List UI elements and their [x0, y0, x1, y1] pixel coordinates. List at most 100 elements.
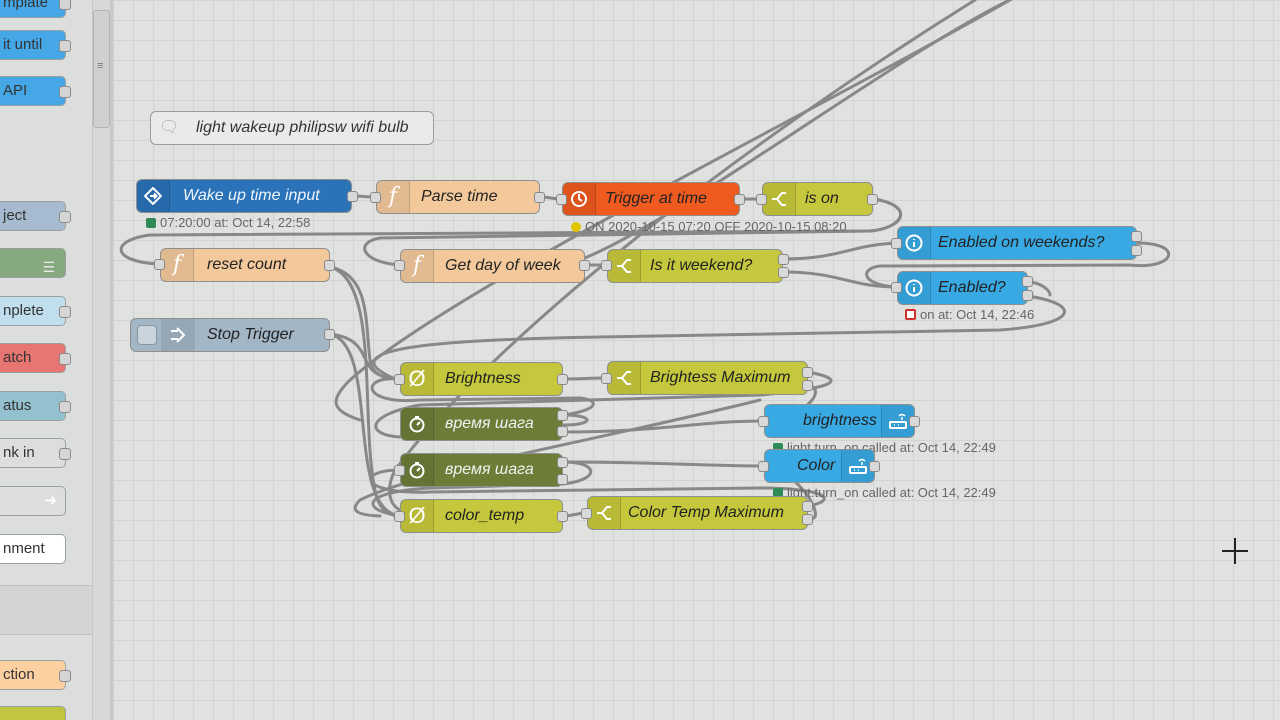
- status-dot: [773, 488, 783, 498]
- switch-icon: [608, 362, 641, 394]
- palette-node-wait-until[interactable]: it until: [0, 30, 71, 60]
- node-enabled[interactable]: Enabled?: [897, 271, 1028, 305]
- palette-port: [59, 306, 71, 318]
- input-port[interactable]: [601, 260, 612, 271]
- palette-node-status[interactable]: atus: [0, 391, 71, 421]
- palette-node-switch[interactable]: [0, 706, 66, 720]
- input-port[interactable]: [891, 282, 902, 293]
- input-port[interactable]: [758, 461, 769, 472]
- palette-port: [59, 448, 71, 460]
- output-port[interactable]: [557, 457, 568, 468]
- info-icon: [898, 227, 931, 259]
- status-trigger: ON 2020-10-15 07:20 OFF 2020-10-15 08:20: [571, 219, 847, 234]
- node-get-day-of-week[interactable]: f Get day of week: [400, 249, 585, 283]
- input-port[interactable]: [758, 416, 769, 427]
- output-port[interactable]: [802, 367, 813, 378]
- palette-node-catch[interactable]: atch: [0, 343, 71, 373]
- palette-category-header[interactable]: [0, 585, 92, 635]
- node-brightness-service[interactable]: brightness: [764, 404, 915, 438]
- output-port[interactable]: [1131, 231, 1142, 242]
- input-port[interactable]: [756, 194, 767, 205]
- palette-node-link-out[interactable]: ➜: [0, 486, 66, 516]
- output-port[interactable]: [909, 416, 920, 427]
- palette-node-api[interactable]: API: [0, 76, 71, 106]
- output-port[interactable]: [347, 191, 358, 202]
- input-port[interactable]: [154, 259, 165, 270]
- router-icon: [881, 405, 914, 437]
- output-port[interactable]: [778, 254, 789, 265]
- output-port[interactable]: [1022, 290, 1033, 301]
- output-port[interactable]: [324, 260, 335, 271]
- arrow-out-icon: ➜: [44, 492, 57, 509]
- output-port[interactable]: [802, 501, 813, 512]
- output-port[interactable]: [1022, 276, 1033, 287]
- input-port[interactable]: [394, 511, 405, 522]
- node-label: Color: [797, 457, 836, 474]
- clock-icon: [563, 183, 596, 215]
- node-brightness[interactable]: Ø Brightness: [400, 362, 563, 396]
- palette-scrollbar[interactable]: ≡: [93, 10, 110, 128]
- output-port[interactable]: [557, 374, 568, 385]
- node-parse-time[interactable]: f Parse time: [376, 180, 540, 214]
- output-port[interactable]: [1131, 245, 1142, 256]
- input-port[interactable]: [370, 192, 381, 203]
- node-is-on[interactable]: is on: [762, 182, 873, 216]
- output-port[interactable]: [802, 380, 813, 391]
- node-label: brightness: [803, 412, 877, 429]
- node-wake-up-time-input[interactable]: Wake up time input: [136, 179, 352, 213]
- input-port[interactable]: [394, 260, 405, 271]
- node-step-time-2[interactable]: время шага: [400, 453, 563, 487]
- output-port[interactable]: [557, 511, 568, 522]
- palette-node-function[interactable]: ction: [0, 660, 71, 690]
- comment-node[interactable]: 🗨 light wakeup philipsw wifi bulb: [150, 111, 434, 145]
- output-port[interactable]: [579, 260, 590, 271]
- output-port[interactable]: [557, 426, 568, 437]
- palette-node-link-in[interactable]: nk in: [0, 438, 71, 468]
- node-step-time-1[interactable]: время шага: [400, 407, 563, 441]
- output-port[interactable]: [869, 461, 880, 472]
- input-port[interactable]: [581, 508, 592, 519]
- inject-icon: [137, 180, 170, 212]
- palette-node-template[interactable]: mplate: [0, 0, 71, 18]
- node-label: Brightess Maximum: [650, 369, 791, 386]
- node-label: время шага: [445, 461, 534, 478]
- node-color-temp-maximum[interactable]: Color Temp Maximum: [587, 496, 808, 530]
- switch-icon: [588, 497, 621, 529]
- node-trigger-at-time[interactable]: Trigger at time: [562, 182, 740, 216]
- function-icon: f: [161, 249, 194, 281]
- timer-icon: [401, 454, 434, 486]
- switch-icon: [608, 250, 641, 282]
- palette-node-debug[interactable]: ☰: [0, 248, 66, 278]
- node-is-it-weekend[interactable]: Is it weekend?: [607, 249, 783, 283]
- node-color-service[interactable]: Color: [764, 449, 875, 483]
- input-port[interactable]: [394, 465, 405, 476]
- input-port[interactable]: [394, 374, 405, 385]
- counter-icon: Ø: [401, 363, 434, 395]
- inject-button[interactable]: [137, 325, 157, 345]
- palette-node-inject[interactable]: ject: [0, 201, 71, 231]
- output-port[interactable]: [867, 194, 878, 205]
- flow-workspace[interactable]: [113, 0, 1280, 720]
- output-port[interactable]: [778, 267, 789, 278]
- node-stop-trigger[interactable]: Stop Trigger: [130, 318, 330, 352]
- palette-divider[interactable]: [110, 0, 113, 720]
- output-port[interactable]: [534, 192, 545, 203]
- timer-icon: [401, 408, 434, 440]
- status-dot: [571, 222, 581, 232]
- palette-node-complete[interactable]: nplete: [0, 296, 71, 326]
- output-port[interactable]: [324, 329, 335, 340]
- output-port[interactable]: [557, 474, 568, 485]
- node-reset-count[interactable]: f reset count: [160, 248, 330, 282]
- node-color-temp[interactable]: Ø color_temp: [400, 499, 563, 533]
- output-port[interactable]: [734, 194, 745, 205]
- output-port[interactable]: [802, 514, 813, 525]
- output-port[interactable]: [557, 410, 568, 421]
- status-text: ON 2020-10-15 07:20 OFF 2020-10-15 08:20: [585, 219, 847, 234]
- palette-node-comment[interactable]: nment: [0, 534, 66, 564]
- input-port[interactable]: [601, 373, 612, 384]
- node-enabled-on-weekends[interactable]: Enabled on weekends?: [897, 226, 1137, 260]
- palette-node-label: it until: [3, 36, 43, 53]
- input-port[interactable]: [891, 238, 902, 249]
- node-brightess-maximum[interactable]: Brightess Maximum: [607, 361, 808, 395]
- input-port[interactable]: [556, 194, 567, 205]
